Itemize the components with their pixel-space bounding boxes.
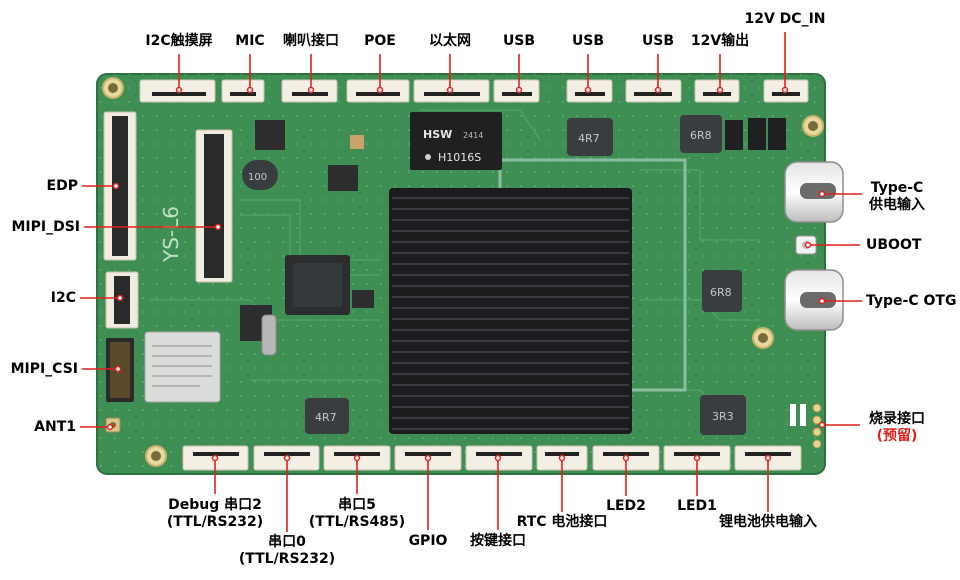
burn-header: [790, 404, 806, 426]
svg-text:4R7: 4R7: [578, 132, 600, 145]
heatsink: [389, 188, 632, 434]
bottom-connectors: [182, 445, 802, 471]
label-mipi-dsi: MIPI_DSI: [11, 219, 80, 235]
label-ant1: ANT1: [34, 419, 76, 435]
small-chip-1: [352, 290, 374, 308]
bottom-connector-pins: [193, 452, 791, 456]
label-uart0-line2: (TTL/RS232): [238, 551, 336, 567]
label-usb-1: USB: [502, 33, 536, 49]
small-chip-3: [328, 165, 358, 191]
label-led1: LED1: [677, 498, 717, 514]
label-mic: MIC: [235, 33, 265, 49]
label-battery: 锂电池供电输入: [719, 514, 817, 530]
label-edp: EDP: [46, 178, 78, 194]
label-usb-2: USB: [571, 33, 605, 49]
label-uart0: 串口0 (TTL/RS232): [239, 534, 335, 568]
magjack-code: 2414: [463, 131, 483, 140]
magjack-brand: HSW: [423, 128, 452, 141]
svg-text:6R8: 6R8: [690, 129, 712, 142]
label-burn-line2: (预留): [876, 428, 918, 444]
wifi-module: [144, 331, 221, 403]
mounting-holes: [102, 77, 824, 467]
label-typec-power-line2: 供电输入: [869, 197, 925, 213]
label-rtc: RTC 电池接口: [516, 514, 608, 530]
label-speaker: 喇叭接口: [283, 33, 339, 49]
smd-button: [350, 135, 364, 149]
label-uart5: 串口5 (TTL/RS485): [309, 497, 405, 531]
leader-dots: [106, 86, 826, 462]
inductors: 4R7 6R8 6R8 3R3 4R7 100: [242, 115, 746, 435]
label-mipi-csi: MIPI_CSI: [10, 361, 78, 377]
top-connector-pins: [152, 92, 800, 96]
fpc-connectors: [103, 111, 233, 402]
label-typec-otg: Type-C OTG: [866, 293, 957, 309]
label-poe: POE: [364, 33, 396, 49]
label-ethernet: 以太网: [429, 33, 471, 49]
svg-text:3R3: 3R3: [712, 410, 734, 423]
diodes: [725, 118, 786, 150]
label-typec-power: Type-C 供电输入: [869, 180, 925, 214]
label-uart5-line1: 串口5: [338, 497, 376, 513]
label-typec-power-line1: Type-C: [870, 180, 924, 196]
label-led2: LED2: [606, 498, 646, 514]
top-connectors: [139, 79, 809, 103]
svg-text:4R7: 4R7: [315, 411, 337, 424]
label-usb-3: USB: [641, 33, 675, 49]
label-debug-uart2: Debug 串口2 (TTL/RS232): [167, 497, 263, 531]
burn-pads: [812, 403, 822, 449]
label-button: 按键接口: [470, 533, 526, 549]
label-uart0-line1: 串口0: [268, 534, 306, 550]
label-gpio: GPIO: [408, 533, 448, 549]
label-dc-in: 12V DC_IN: [744, 11, 826, 27]
label-debug-uart2-line1: Debug 串口2: [168, 497, 262, 513]
label-i2c-touch: I2C触摸屏: [145, 33, 213, 49]
label-12v-out: 12V输出: [690, 33, 750, 49]
label-uboot: UBOOT: [866, 237, 922, 253]
magjack: [410, 112, 502, 170]
magjack-part: H1016S: [438, 151, 481, 164]
label-debug-uart2-line2: (TTL/RS232): [166, 514, 264, 530]
svg-text:100: 100: [248, 172, 267, 183]
crystal: [261, 314, 277, 356]
small-chip-2: [255, 120, 285, 150]
label-burn: 烧录接口 (预留): [869, 411, 925, 445]
silkscreen-model: YS-L6: [159, 206, 183, 263]
svg-text:6R8: 6R8: [710, 286, 732, 299]
leader-lines: [80, 32, 862, 532]
label-uart5-line2: (TTL/RS485): [308, 514, 406, 530]
label-burn-line1: 烧录接口: [869, 411, 925, 427]
label-i2c: I2C: [50, 290, 76, 306]
